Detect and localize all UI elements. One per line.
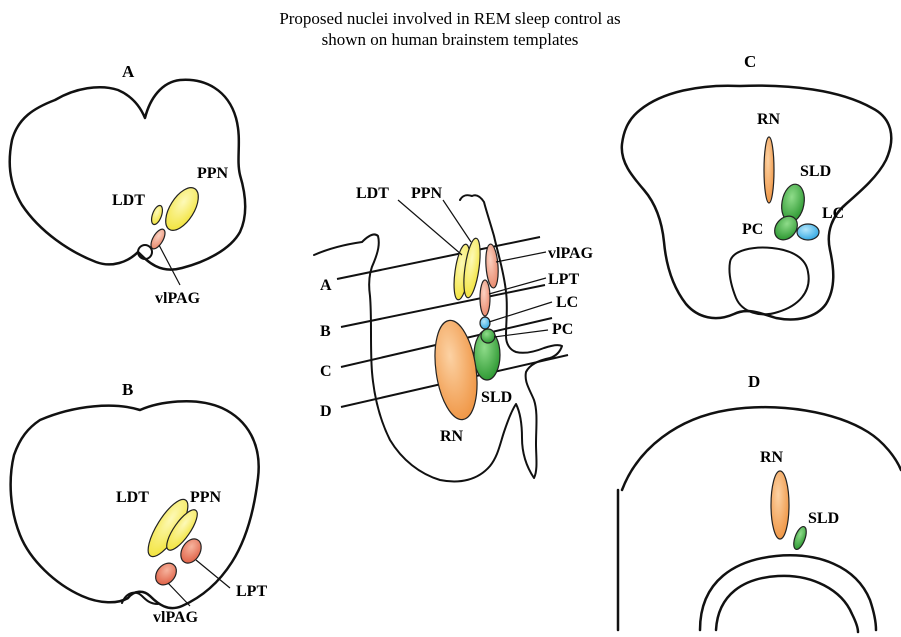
sagittal-cut-b-line (341, 285, 545, 327)
sagittal-sld-label: SLD (481, 389, 512, 406)
sagittal-lpt-label: LPT (548, 271, 579, 288)
sagittal-ldt-leader (398, 200, 462, 255)
panel-d-inner-arch-inner (716, 576, 858, 632)
sagittal-lc-nucleus (480, 317, 490, 329)
sagittal-lc-leader (489, 302, 552, 322)
sagittal-cut-a-line (337, 237, 540, 279)
panel-b-lpt-label: LPT (236, 583, 267, 600)
sagittal-vlpag-label: vlPAG (548, 245, 594, 262)
panel-a-vlpag-nucleus (148, 227, 168, 251)
sagittal-pc-nucleus (481, 329, 495, 343)
panel-a-letter: A (122, 62, 135, 81)
panel-c-rn-nucleus (764, 137, 774, 203)
panel-c: C RN SLD PC LC (622, 52, 891, 319)
panel-d-rn-label: RN (760, 449, 784, 466)
sagittal-lc-label: LC (556, 294, 578, 311)
sagittal-rn-label: RN (440, 428, 464, 445)
panel-c-sld-label: SLD (800, 163, 831, 180)
panel-b-vlpag-nucleus (151, 559, 180, 589)
panel-a-ppn-label: PPN (197, 165, 229, 182)
panel-d-rn-nucleus (771, 471, 789, 539)
sagittal-ppn-label: PPN (411, 185, 443, 202)
sagittal-rn-nucleus (429, 318, 483, 423)
panel-b: B LDT PPN LPT vlPAG (11, 380, 268, 626)
sagittal-cut-a-label: A (320, 277, 332, 294)
panel-b-letter: B (122, 380, 133, 399)
panel-b-vlpag-label: vlPAG (153, 609, 199, 626)
panel-b-ppn-label: PPN (190, 489, 222, 506)
panel-c-lc-label: LC (822, 205, 844, 222)
sagittal-vlpag-leader (496, 252, 546, 262)
panel-c-lc-nucleus (797, 224, 819, 240)
sagittal-cut-d-label: D (320, 403, 332, 420)
panel-a: A PPN LDT vlPAG (10, 62, 246, 307)
panel-a-vlpag-label: vlPAG (155, 290, 201, 307)
panel-d-inner-arch-outer (700, 555, 876, 630)
panel-a-ldt-label: LDT (112, 192, 145, 209)
panel-c-pc-label: PC (742, 221, 763, 238)
sagittal-view: A B C D LDT PPN vlPAG LPT LC PC SLD RN (314, 185, 594, 481)
panel-d-sld-nucleus (791, 525, 809, 551)
sagittal-ppn-leader (443, 200, 471, 242)
panel-d-sld-label: SLD (808, 510, 839, 527)
panel-a-aqueduct-circle (138, 245, 152, 259)
panel-a-ppn-nucleus (159, 182, 205, 235)
sagittal-pc-label: PC (552, 321, 573, 338)
panel-d: D RN SLD (618, 372, 901, 632)
panel-c-ventral-ring (729, 248, 808, 315)
sagittal-pc-leader (494, 330, 548, 337)
panel-c-rn-label: RN (757, 111, 781, 128)
sagittal-lpt-nucleus (480, 280, 490, 316)
panel-b-vlpag-leader (168, 583, 190, 606)
panel-c-letter: C (744, 52, 756, 71)
sagittal-ldt-label: LDT (356, 185, 389, 202)
sagittal-cut-c-label: C (320, 363, 332, 380)
sagittal-cut-b-label: B (320, 323, 331, 340)
panel-d-letter: D (748, 372, 760, 391)
panel-b-ldt-label: LDT (116, 489, 149, 506)
panel-a-ldt-nucleus (149, 204, 164, 226)
panel-a-vlpag-leader (159, 245, 180, 285)
